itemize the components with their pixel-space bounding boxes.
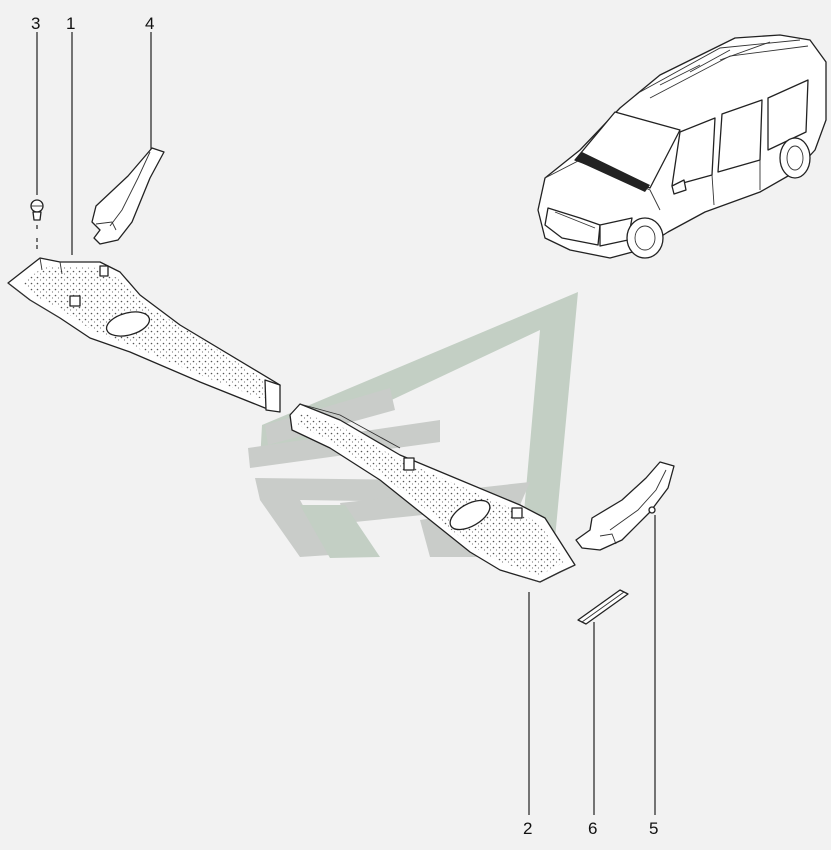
part-2-cowl-right: [289, 403, 576, 583]
part-6-strip: [577, 589, 629, 625]
reference-vehicle: [537, 34, 827, 259]
part-1-cowl-left: [7, 257, 281, 413]
callout-1: 1: [66, 14, 75, 33]
callout-2: 2: [523, 819, 532, 838]
callout-6: 6: [588, 819, 597, 838]
callout-3: 3: [31, 14, 40, 33]
leader-lines: [36, 32, 656, 815]
part-5-trim: [575, 461, 675, 551]
part-4-trim: [91, 147, 165, 245]
part-3-clip: [30, 199, 44, 221]
callout-4: 4: [145, 14, 154, 33]
callout-labels: 3 1 4 2 6 5: [31, 14, 658, 838]
callout-5: 5: [649, 819, 658, 838]
